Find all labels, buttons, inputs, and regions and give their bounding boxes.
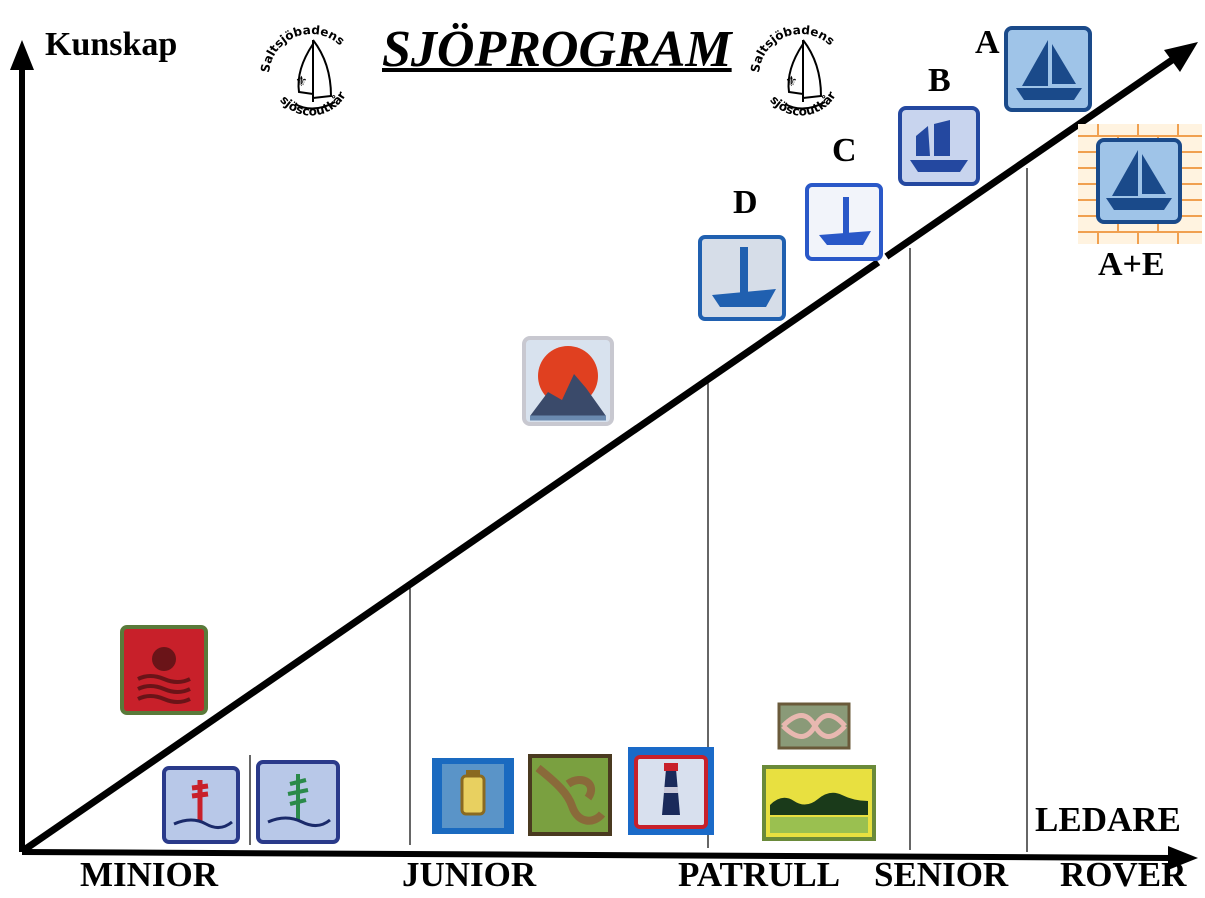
level-label-b: B [928, 62, 951, 99]
badge-square-knot-icon [777, 702, 851, 750]
badge-red-wave-icon [120, 625, 208, 715]
level-label-d: D [733, 184, 758, 221]
badge-green-tree-icon [256, 760, 340, 844]
y-axis-label: Kunskap [45, 26, 178, 63]
x-label-senior: SENIOR [874, 855, 1009, 894]
y-axis-arrowhead [10, 40, 34, 70]
x-label-patrull: PATRULL [678, 855, 841, 894]
svg-text:⚜: ⚜ [295, 74, 308, 90]
progression-arrowhead [1164, 42, 1198, 72]
x-label-rover: ROVER [1060, 855, 1187, 894]
ledare-label: LEDARE [1035, 800, 1181, 839]
scout-logo-left: Saltsjöbadens sjöscoutkår ⚜ [258, 23, 349, 119]
badge-lantern-icon [432, 758, 514, 834]
x-axis [21, 849, 1176, 861]
badge-landscape-icon [762, 765, 876, 841]
x-label-minior: MINIOR [80, 855, 219, 894]
svg-text:⚜: ⚜ [785, 74, 798, 90]
badge-a-sailboat-icon [1004, 26, 1092, 112]
x-axis-arrowhead [1168, 846, 1198, 870]
page-title: SJÖPROGRAM [382, 21, 732, 78]
badge-b-ship-icon [898, 106, 980, 186]
badge-lighthouse-icon [628, 747, 714, 835]
badge-ae-brick-sailboat-icon [1078, 124, 1202, 244]
progression-line [22, 55, 1177, 853]
badge-red-tree-icon [162, 766, 240, 844]
scout-logo-right: Saltsjöbadens sjöscoutkår ⚜ [748, 23, 839, 119]
x-label-junior: JUNIOR [402, 855, 537, 894]
badge-rock-sun-icon [522, 336, 614, 426]
level-label-a: A [975, 24, 1000, 61]
level-label-ae: A+E [1098, 246, 1165, 283]
level-label-c: C [832, 132, 857, 169]
badge-d-boat-icon [698, 235, 786, 321]
badge-c-boat-icon [805, 183, 883, 261]
badge-rope-knot-icon [528, 754, 612, 836]
